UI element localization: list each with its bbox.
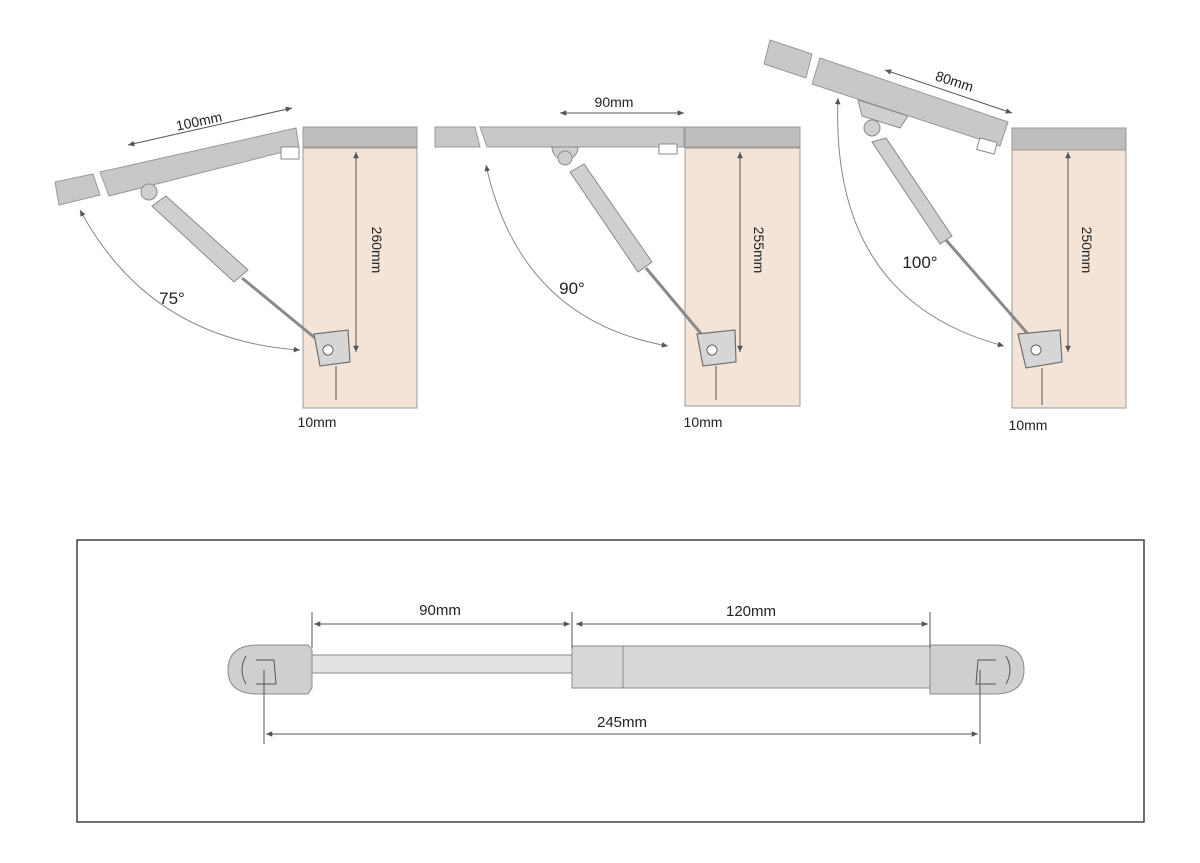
cylinder-length-label: 120mm (726, 603, 776, 620)
lid-panel (99, 127, 300, 197)
left-end-fitting (227, 644, 313, 695)
rod-length-label: 90mm (419, 602, 461, 619)
bracket-pivot (706, 344, 718, 356)
lid-length-dimension (127, 106, 293, 147)
panel-75-degree: 100mm 260mm 75° 10mm (54, 106, 418, 430)
total-length-label: 245mm (597, 714, 647, 731)
offset-label: 10mm (1009, 417, 1048, 433)
lid-pivot-pin (557, 150, 573, 166)
gas-strut-rod (644, 267, 705, 337)
lid-length-label: 90mm (595, 94, 634, 110)
lid-length-label: 80mm (934, 68, 976, 95)
lid-panel-end (54, 173, 101, 206)
gas-strut-cylinder (871, 137, 953, 245)
height-label: 260mm (369, 227, 385, 274)
offset-label: 10mm (298, 414, 337, 430)
lid-panel-end (763, 39, 813, 79)
lid-pivot (863, 119, 881, 137)
angle-label: 75° (159, 289, 185, 308)
gas-strut-rod (241, 276, 316, 340)
gas-strut-cylinder (569, 163, 653, 273)
lid-clip (658, 143, 678, 155)
lid-panel-end (434, 126, 481, 148)
lid-hinge-plate (857, 99, 909, 129)
cabinet-side (1011, 149, 1127, 409)
left-end-socket (256, 659, 277, 685)
panel-90-degree: 90mm 255mm 90° 10mm (434, 94, 801, 430)
cabinet-top (684, 126, 801, 148)
panel-100-degree: 80mm 250mm 100° 10mm (763, 39, 1127, 433)
left-end-eye (241, 655, 247, 685)
cabinet-side (684, 147, 801, 407)
gas-strut-rod (944, 239, 1030, 335)
cabinet-top (302, 126, 418, 148)
bracket-pivot (1030, 344, 1042, 356)
offset-label: 10mm (684, 414, 723, 430)
bracket-pivot (322, 344, 334, 356)
right-end-eye (1005, 655, 1011, 685)
cabinet-side (302, 147, 418, 409)
lid-clip (280, 146, 300, 160)
gas-cylinder (571, 645, 931, 689)
cabinet-top (1011, 127, 1127, 151)
strut-spec-box: 90mm 120mm 245mm (76, 539, 1145, 823)
lid-pivot (140, 183, 158, 201)
angle-arc (834, 97, 1005, 348)
right-end-socket (975, 659, 996, 685)
angle-label: 100° (902, 253, 937, 272)
gas-strut-cylinder (151, 195, 249, 283)
angle-arc (484, 164, 669, 348)
angle-label: 90° (559, 279, 585, 298)
lid-panel (479, 126, 685, 148)
piston-rod (311, 654, 573, 674)
lid-length-label: 100mm (174, 108, 223, 133)
height-label: 250mm (1079, 227, 1095, 274)
height-label: 255mm (751, 227, 767, 274)
angle-arc (79, 209, 301, 353)
